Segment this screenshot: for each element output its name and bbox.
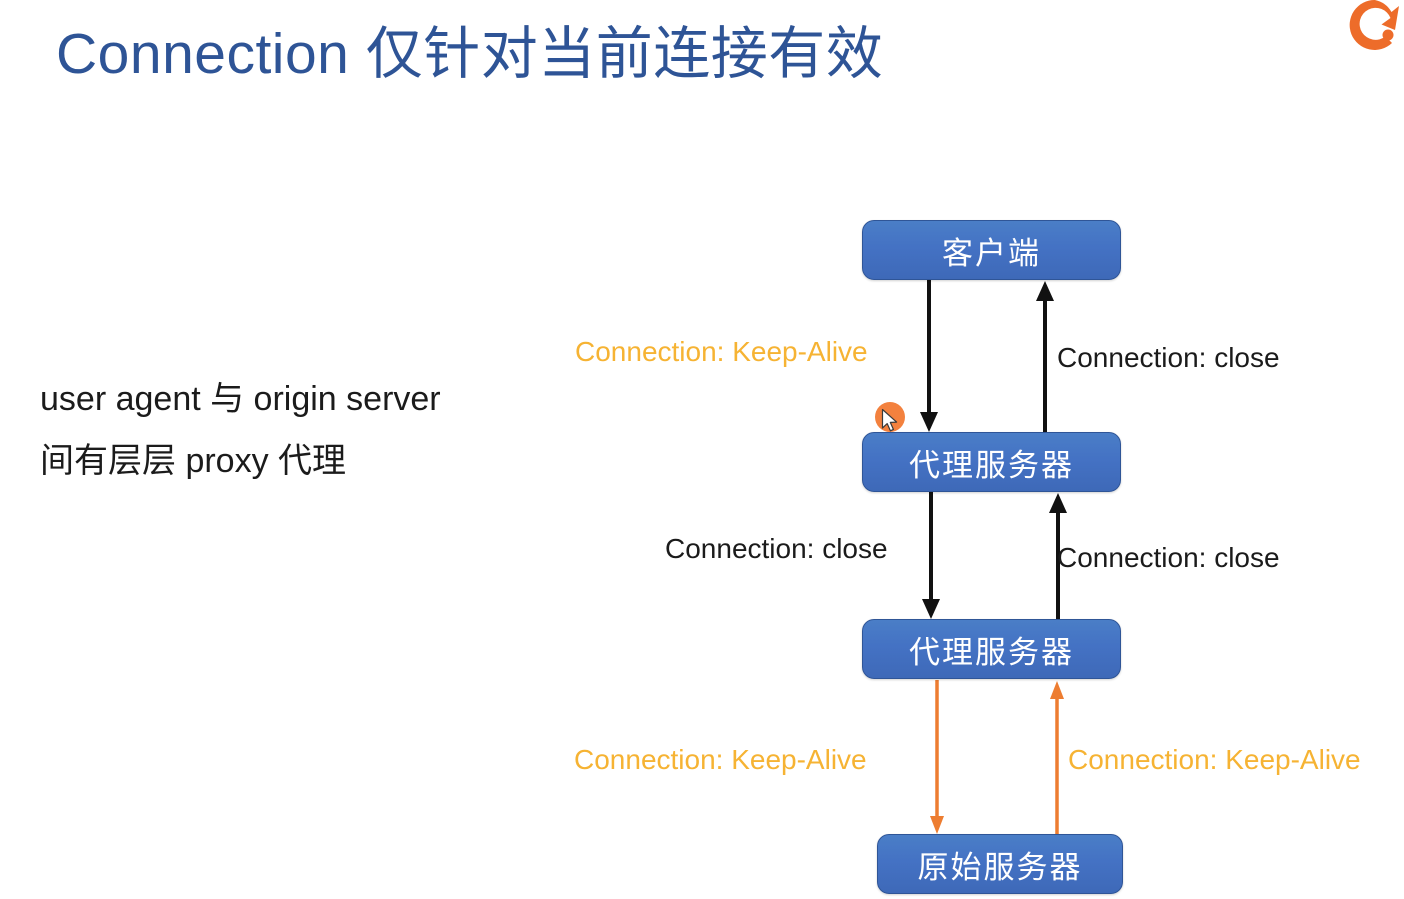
arrow-origin-to-proxy2 xyxy=(1047,680,1067,835)
edge-label-proxy1-to-client: Connection: close xyxy=(1057,342,1280,373)
node-origin-server-label: 原始服务器 xyxy=(917,849,1083,885)
node-client[interactable]: 客户端 xyxy=(862,220,1121,280)
arrow-client-to-proxy1 xyxy=(918,280,940,433)
node-proxy-server-1-label: 代理服务器 xyxy=(909,447,1074,483)
arrow-proxy2-to-proxy1 xyxy=(1047,492,1069,620)
arrow-proxy2-to-origin xyxy=(927,680,947,835)
arrow-proxy1-to-client xyxy=(1034,280,1056,433)
caption-block: user agent 与 origin server 间有层层 proxy 代理 xyxy=(40,368,441,492)
edge-label-proxy1-to-proxy2: Connection: close xyxy=(665,533,888,564)
node-proxy-server-2[interactable]: 代理服务器 xyxy=(862,619,1121,679)
node-origin-server[interactable]: 原始服务器 xyxy=(877,834,1123,894)
page-title: Connection 仅针对当前连接有效 xyxy=(56,22,884,86)
edge-label-origin-to-proxy2: Connection: Keep-Alive xyxy=(1068,744,1361,775)
node-client-label: 客户端 xyxy=(942,235,1041,271)
edge-label-client-to-proxy1: Connection: Keep-Alive xyxy=(575,336,868,367)
node-proxy-server-2-label: 代理服务器 xyxy=(909,634,1074,670)
brand-logo-icon xyxy=(1344,0,1404,56)
caption-line-2: 间有层层 proxy 代理 xyxy=(40,442,347,480)
caption-line-1: user agent 与 origin server xyxy=(40,380,441,418)
edge-label-proxy2-to-origin: Connection: Keep-Alive xyxy=(574,744,867,775)
mouse-pointer-icon xyxy=(881,408,901,434)
edge-label-proxy2-to-proxy1: Connection: close xyxy=(1057,542,1280,573)
node-proxy-server-1[interactable]: 代理服务器 xyxy=(862,432,1121,492)
arrow-proxy1-to-proxy2 xyxy=(920,492,942,620)
